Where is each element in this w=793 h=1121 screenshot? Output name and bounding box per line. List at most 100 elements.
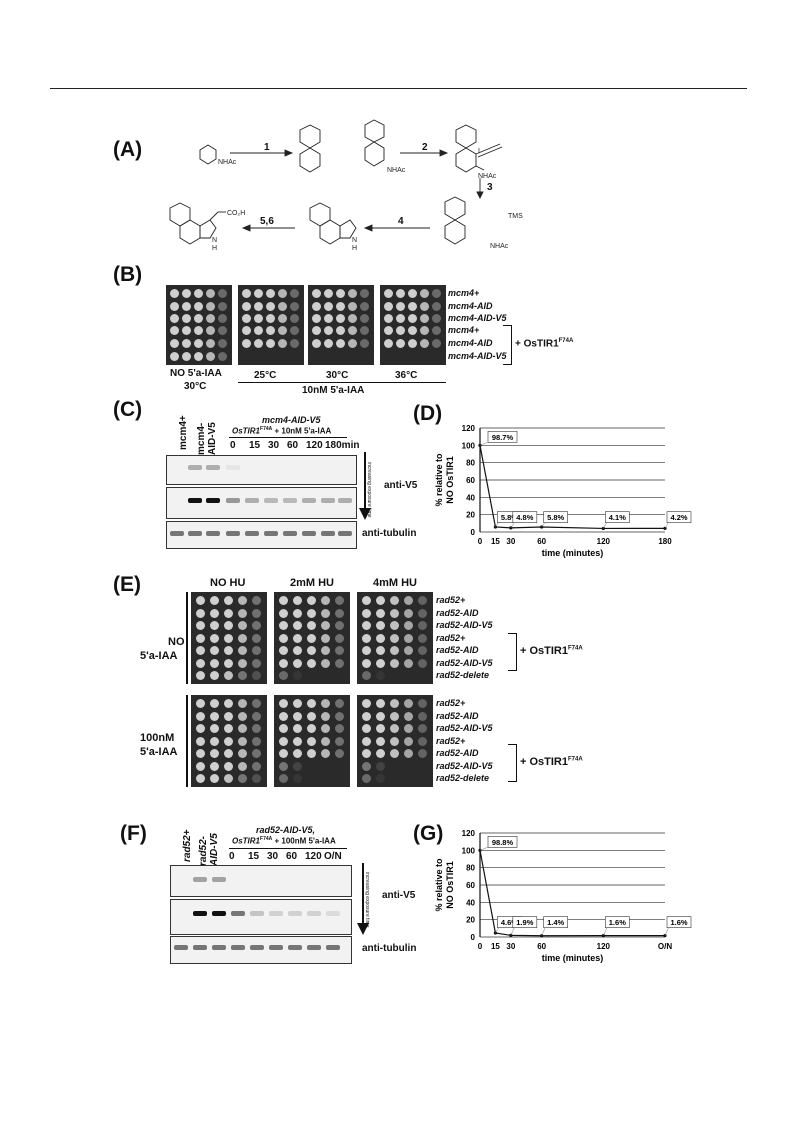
e-block2-bar [186, 695, 188, 787]
e-block2-label-a: 100nM [140, 732, 175, 744]
e-spot [293, 671, 302, 680]
iodo-label: I [478, 148, 480, 155]
b-spot [194, 326, 203, 335]
e-spot [224, 749, 233, 758]
f-header-line [229, 848, 347, 849]
e-spot [307, 699, 316, 708]
e-spot [196, 671, 205, 680]
b-spot [396, 302, 405, 311]
y-tick-label: 0 [471, 528, 476, 537]
b-spot [420, 289, 429, 298]
blot-band [302, 531, 316, 536]
blot-band [245, 498, 259, 503]
b-spot [254, 289, 263, 298]
b-spot [194, 352, 203, 361]
e-cond-no-hu: NO HU [210, 577, 246, 589]
e-spot [293, 774, 302, 783]
e-spot [321, 621, 330, 630]
e-spot [224, 658, 233, 668]
e-spot [224, 621, 233, 630]
e-spot [418, 724, 427, 733]
b-spot [182, 339, 191, 348]
time-label: 0 [229, 851, 235, 862]
time-label: 15 [248, 851, 260, 862]
e-spot [307, 596, 316, 605]
data-point [478, 848, 482, 852]
x-tick-label: 0 [478, 942, 483, 951]
e-spot [196, 699, 205, 708]
e-spot [238, 749, 247, 758]
data-label-box [487, 431, 518, 443]
f-blot-short [170, 865, 352, 897]
b-spot [242, 302, 251, 311]
nhac-label-4: NHAc [490, 243, 509, 250]
series-line [479, 850, 665, 937]
e-spot [307, 658, 316, 668]
b-spot [420, 302, 429, 311]
b-spot [290, 339, 299, 348]
b-spot [278, 302, 287, 311]
e-spot [307, 724, 316, 733]
e-spot [279, 671, 288, 680]
step-1: 1 [264, 142, 270, 153]
plate-b-36 [380, 285, 446, 365]
data-label-box [666, 916, 692, 928]
b-spot [290, 302, 299, 311]
b-spot [324, 326, 333, 335]
e-spot [293, 596, 302, 605]
blot-band [206, 465, 220, 470]
b-temp-36: 36°C [395, 370, 418, 381]
e-spot [390, 749, 399, 758]
e-spot [252, 671, 261, 680]
e-spot [224, 646, 233, 655]
e-bracket-label-1: + OsTIR1F74A [520, 645, 583, 657]
e-block1-label-a: NO [168, 636, 185, 648]
b-spot [194, 289, 203, 298]
e-spot [224, 724, 233, 733]
y-tick-label: 40 [466, 898, 475, 907]
e-spot [418, 736, 427, 746]
data-label: 98.8% [492, 838, 514, 847]
e-spot [376, 724, 385, 733]
e-spot [362, 711, 371, 721]
e-spot [252, 711, 261, 721]
time-label: 30 [268, 440, 280, 451]
e-spot [293, 633, 302, 643]
e-spot [238, 736, 247, 746]
label-leader [510, 926, 516, 936]
b-spot [278, 339, 287, 348]
e-spot [210, 774, 219, 783]
e-spot [321, 608, 330, 618]
f-exposure-arrow [357, 863, 369, 935]
b-spot [170, 352, 179, 361]
e-spot [404, 646, 413, 655]
e-spot [404, 749, 413, 758]
y-axis-label: % relative toNO OsTIR1 [434, 453, 455, 507]
e-spot [307, 621, 316, 630]
blot-band [250, 945, 264, 950]
f-blot-tubulin [170, 936, 352, 964]
e-spot [210, 633, 219, 643]
blot-band [288, 945, 302, 950]
b-spot [266, 302, 275, 311]
b-spot [384, 289, 393, 298]
data-label: 98.7% [492, 433, 514, 442]
b-spot [218, 352, 227, 361]
b-spot [266, 289, 275, 298]
blot-band [188, 465, 202, 470]
b-spot [360, 289, 369, 298]
data-label-box [605, 511, 630, 523]
step-2: 2 [422, 142, 428, 153]
b-spot [312, 339, 321, 348]
data-label-box [512, 511, 538, 523]
e-spot [321, 749, 330, 758]
e-spot [321, 711, 330, 721]
b-spot [312, 289, 321, 298]
e-spot [404, 699, 413, 708]
e-spot [252, 736, 261, 746]
e-spot [196, 761, 205, 771]
b-spot [170, 302, 179, 311]
e-block1-label-b: 5'a-IAA [140, 650, 178, 662]
b-spot [360, 302, 369, 311]
b-spot [242, 289, 251, 298]
